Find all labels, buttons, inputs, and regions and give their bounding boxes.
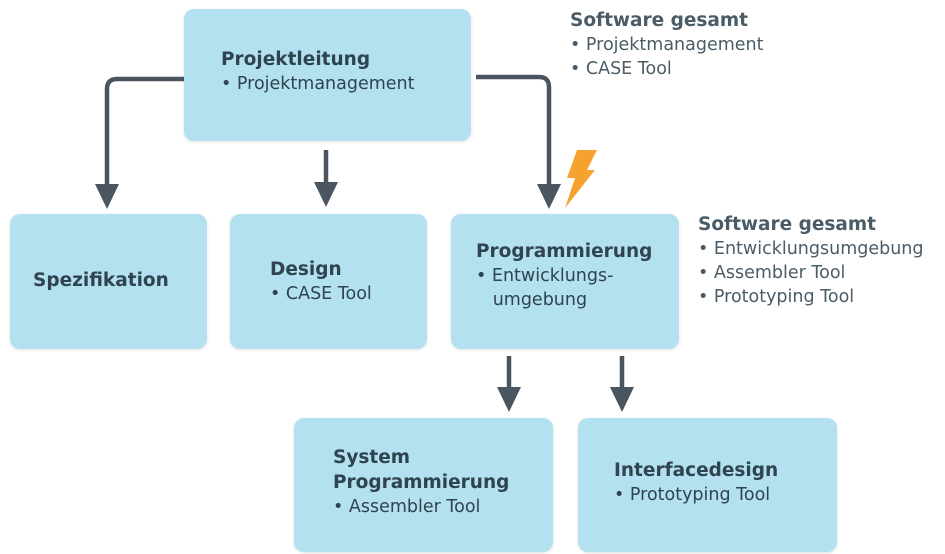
lightning-bolt-icon <box>565 150 597 208</box>
node-item: • CASE Tool <box>270 284 372 304</box>
node-interfacedesign: Interfacedesign • Prototyping Tool <box>578 418 837 552</box>
node-item: • Projektmanagement <box>221 74 415 94</box>
note-software-top: Software gesamt • Projektmanagement • CA… <box>570 9 764 81</box>
node-item: • Assembler Tool <box>333 497 481 517</box>
note-title: Software gesamt <box>570 10 749 31</box>
node-design: Design • CASE Tool <box>230 214 427 349</box>
note-title: Software gesamt <box>698 214 877 235</box>
arrowhead-system-programmierung <box>497 387 521 412</box>
arrowhead-design <box>314 182 338 207</box>
node-programmierung: Programmierung • Entwicklungs- umgebung <box>451 214 679 349</box>
arrow-to-programmierung <box>476 74 552 188</box>
node-title: Spezifikation <box>33 270 169 291</box>
note-item: • Assembler Tool <box>698 263 846 283</box>
node-spezifikation: Spezifikation <box>10 214 207 349</box>
node-title: Interfacedesign <box>614 460 779 481</box>
arrowhead-programmierung <box>537 184 561 209</box>
note-item: • Prototyping Tool <box>698 287 855 307</box>
note-item: • Projektmanagement <box>570 35 764 55</box>
note-item: • Entwicklungsumgebung <box>698 239 924 259</box>
node-title: Projektleitung <box>221 49 371 70</box>
node-title: Programmierung <box>476 241 653 262</box>
node-title: Design <box>270 259 342 280</box>
node-system-programmierung: System Programmierung • Assembler Tool <box>294 418 553 552</box>
node-title: Programmierung <box>333 472 510 493</box>
note-item: • CASE Tool <box>570 59 672 79</box>
node-item: umgebung <box>476 290 588 310</box>
node-projektleitung: Projektleitung • Projektmanagement <box>184 9 471 141</box>
arrow-to-spezifikation <box>104 76 185 188</box>
node-title: System <box>333 447 411 468</box>
arrowhead-spezifikation <box>95 184 119 209</box>
node-item: • Entwicklungs- <box>476 266 614 286</box>
node-item: • Prototyping Tool <box>614 485 771 505</box>
arrowhead-interfacedesign <box>610 387 634 412</box>
note-software-right: Software gesamt • Entwicklungsumgebung •… <box>698 213 924 309</box>
